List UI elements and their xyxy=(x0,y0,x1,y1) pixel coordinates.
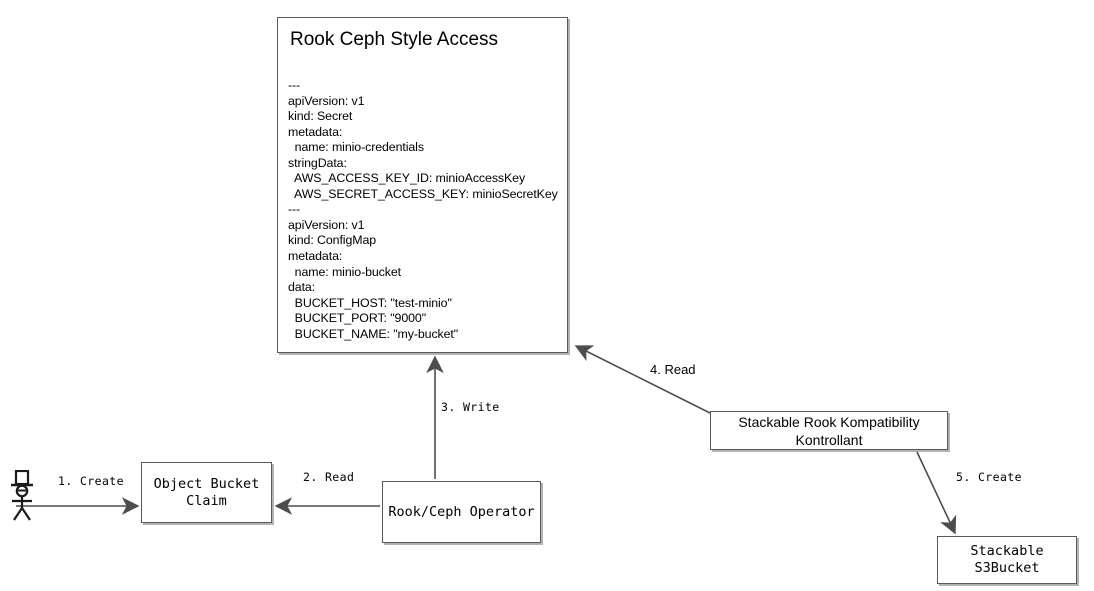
edge-label-3-write: 3. Write xyxy=(441,400,500,414)
node-stackable-s3bucket[interactable]: Stackable S3Bucket xyxy=(937,536,1077,584)
rook-ceph-style-access-panel: Rook Ceph Style Access --- apiVersion: v… xyxy=(277,17,568,353)
edge-label-1-create: 1. Create xyxy=(58,474,124,488)
edge-label-2-read: 2. Read xyxy=(303,470,355,484)
node-rook-ceph-operator[interactable]: Rook/Ceph Operator xyxy=(382,481,541,543)
node-rook-ceph-operator-label: Rook/Ceph Operator xyxy=(388,503,535,520)
node-kontrollant-label: Stackable Rook Kompatibility Kontrollant xyxy=(738,413,920,448)
edge-5-create-arrow xyxy=(916,451,957,535)
panel-title: Rook Ceph Style Access xyxy=(290,29,499,50)
yaml-manifest-text: --- apiVersion: v1 kind: Secret metadata… xyxy=(288,78,558,341)
edge-label-4-read: 4. Read xyxy=(650,362,696,377)
node-stackable-rook-kompatibility-kontrollant[interactable]: Stackable Rook Kompatibility Kontrollant xyxy=(710,411,948,450)
actor-stick-figure-with-tophat xyxy=(11,470,33,521)
node-stackable-s3bucket-label: Stackable S3Bucket xyxy=(970,543,1044,576)
edge-4-read-arrow xyxy=(574,345,711,414)
edge-label-5-create: 5. Create xyxy=(956,470,1022,484)
node-object-bucket-claim[interactable]: Object Bucket Claim xyxy=(141,462,272,523)
node-object-bucket-claim-label: Object Bucket Claim xyxy=(153,475,260,509)
